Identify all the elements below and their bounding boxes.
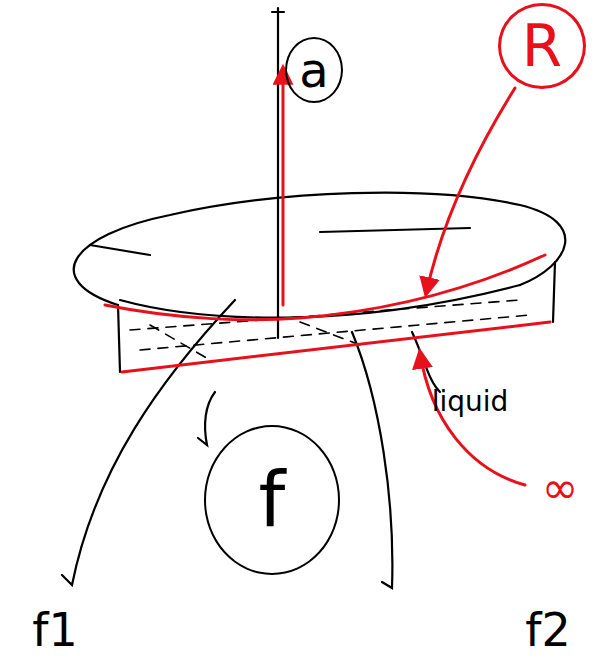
liquid-hatch [150, 325, 210, 360]
leader-r [426, 88, 515, 294]
node-text: f [259, 462, 286, 538]
circled-focal-length: f [204, 425, 340, 575]
liquid-hatch [300, 322, 360, 345]
dish-rim-front [120, 285, 520, 318]
circled-radius: R [498, 3, 586, 89]
node-text: a [299, 46, 328, 94]
leader-f1 [62, 300, 235, 585]
dish-wall [118, 305, 120, 372]
aperture-arrow [282, 68, 285, 305]
leader-f2 [352, 332, 392, 588]
dish-rim [74, 193, 566, 305]
focal-label: f1 [32, 607, 77, 653]
leader-infinity [420, 352, 525, 485]
optical-axis [277, 8, 279, 338]
curved-surface [105, 255, 545, 320]
dish-wall [553, 262, 555, 322]
node-text: R [522, 17, 562, 75]
axis-tick [272, 11, 284, 13]
rim-stroke [320, 228, 470, 232]
circled-symbol: a [285, 37, 343, 103]
infinity-label: ∞ [542, 466, 579, 510]
leader-f [198, 392, 215, 445]
focal-label: f2 [525, 607, 570, 653]
liquid-label: liquid [432, 388, 509, 416]
rim-stroke [90, 245, 150, 255]
flat-surface [122, 322, 550, 372]
